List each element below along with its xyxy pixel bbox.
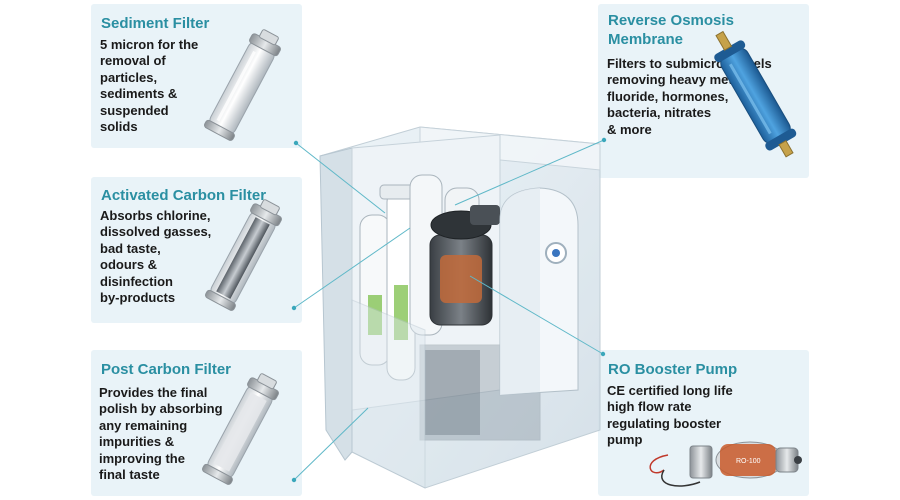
ro-purifier-appliance	[319, 126, 601, 489]
ro-booster-pump-title: RO Booster Pump	[608, 361, 738, 378]
ro-membrane-image	[714, 30, 797, 158]
activated-carbon-filter-description: Absorbs chlorine, dissolved gasses, bad …	[100, 208, 212, 306]
sediment-filter-image	[204, 29, 281, 141]
activated-carbon-filter-card: Activated Carbon Filter Absorbs chlorine…	[91, 177, 302, 323]
carbon-leader-line	[293, 227, 411, 309]
leader-lines	[293, 139, 605, 481]
ro-membrane-title: Reverse Osmosis Membrane	[608, 12, 734, 48]
ro-leader-line	[454, 139, 605, 206]
sediment-filter-title: Sediment Filter	[101, 15, 210, 32]
post-carbon-filter-card: Post Carbon Filter Provides the final po…	[91, 350, 302, 496]
post-carbon-filter-description: Provides the final polish by absorbing a…	[99, 385, 223, 483]
activated-carbon-filter-title: Activated Carbon Filter	[101, 187, 267, 204]
ro-booster-pump-image: RO-100	[649, 441, 802, 487]
activated-carbon-filter-image	[205, 199, 282, 311]
sediment-leader-line	[295, 142, 386, 214]
leader-dots	[291, 137, 607, 483]
pump-model-label: RO-100	[736, 458, 761, 465]
sediment-filter-card: Sediment Filter 5 micron for the removal…	[91, 4, 302, 148]
ro-membrane-card: Reverse Osmosis Membrane Filters to subm…	[598, 4, 809, 178]
post-carbon-filter-image	[202, 373, 279, 485]
sediment-filter-description: 5 micron for the removal of particles, s…	[100, 37, 199, 135]
post-carbon-filter-title: Post Carbon Filter	[101, 361, 232, 378]
pump-leader-line	[469, 275, 604, 355]
ro-booster-pump-description: CE certified long life high flow rate re…	[607, 383, 733, 448]
post-leader-line	[293, 407, 369, 481]
